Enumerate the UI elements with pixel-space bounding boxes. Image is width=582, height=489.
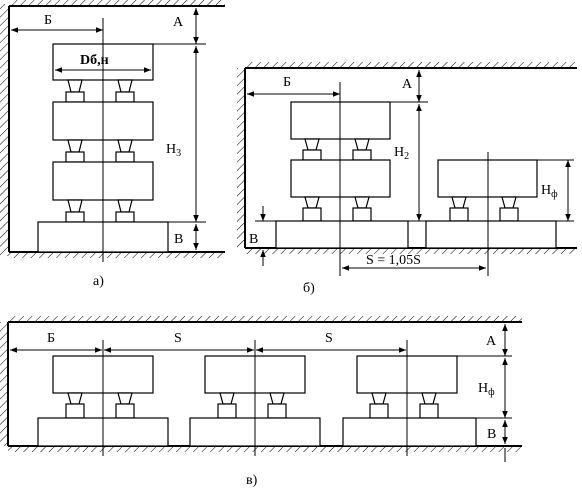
left-wall-hatch — [0, 4, 9, 256]
ceiling-hatch — [9, 0, 225, 6]
label-d: Dб,н — [80, 53, 109, 68]
unit-3-base — [342, 417, 477, 447]
support-set-2 — [302, 196, 372, 222]
label-a: А — [173, 15, 184, 30]
support-set-right — [449, 196, 519, 222]
label-h2: Н2 — [394, 145, 409, 162]
support-set-3 — [65, 199, 135, 223]
label-s2: S — [325, 331, 333, 346]
label-v: В — [249, 232, 258, 247]
label-s: S = 1,05S — [366, 253, 421, 268]
panel-c: Б S S — [0, 316, 522, 488]
caption-c: в) — [246, 473, 258, 488]
label-a: А — [486, 334, 497, 349]
base-block-left — [275, 220, 409, 249]
label-hf: Нф — [478, 381, 495, 398]
label-h3: Н3 — [166, 142, 181, 159]
label-b: Б — [47, 331, 55, 346]
label-hf: Нф — [541, 183, 558, 200]
panel-b: Б А Н2 — [237, 62, 577, 296]
label-a: А — [402, 77, 413, 92]
label-b: Б — [44, 13, 52, 28]
base-block-right — [425, 220, 557, 249]
ceiling-hatch — [8, 316, 522, 322]
label-b: Б — [283, 75, 291, 90]
label-v: В — [174, 232, 183, 247]
panel-a: Б А Dб,н — [0, 0, 225, 289]
left-wall-hatch — [237, 68, 245, 248]
left-wall-hatch — [0, 322, 8, 446]
unit-2-supports — [217, 392, 287, 419]
unit-1-supports — [65, 392, 135, 419]
support-set-1 — [65, 79, 135, 103]
label-s1: S — [174, 331, 182, 346]
ceiling-hatch — [245, 62, 577, 68]
floor-hatch — [8, 446, 522, 452]
unit-3-supports — [369, 392, 439, 419]
caption-b: б) — [303, 281, 315, 296]
floor-hatch — [9, 252, 225, 258]
support-set-1 — [302, 138, 372, 161]
support-set-2 — [65, 139, 135, 163]
caption-a: а) — [93, 274, 104, 289]
floor-hatch — [245, 248, 577, 254]
label-v: В — [487, 427, 496, 442]
